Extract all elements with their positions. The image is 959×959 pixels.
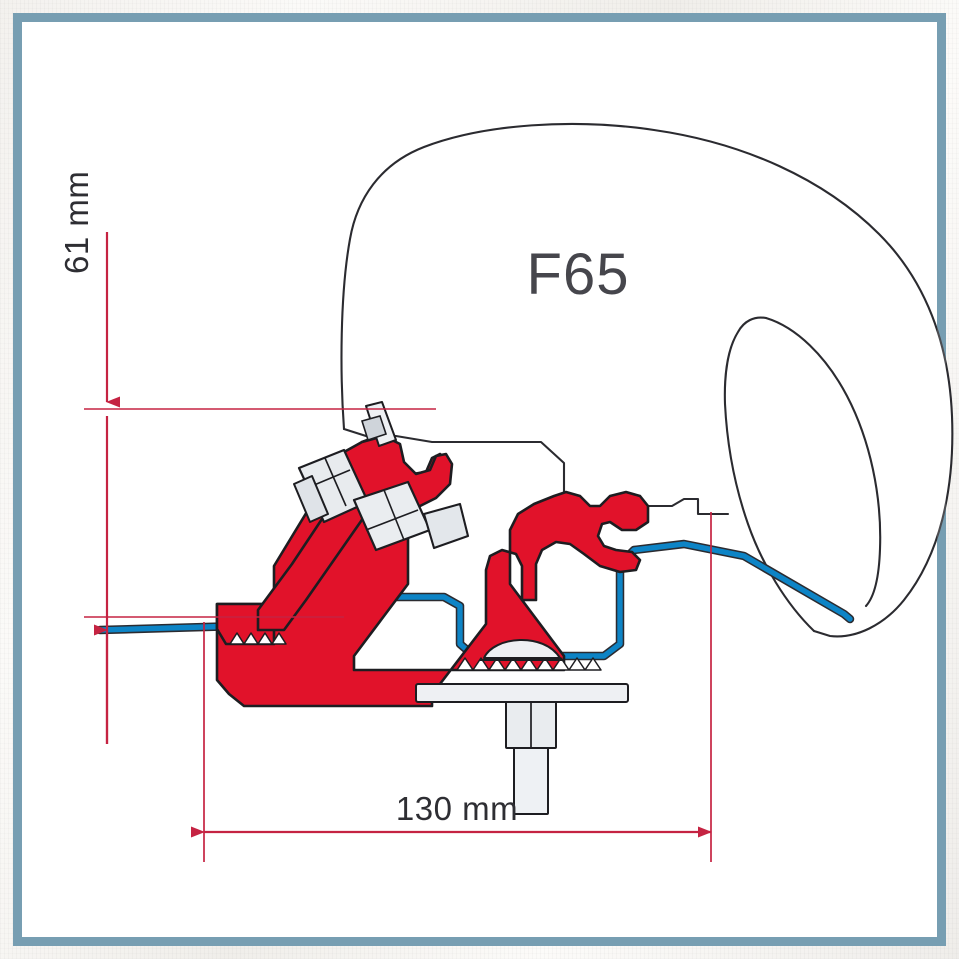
fastener-hardware <box>293 401 629 815</box>
technical-drawing-canvas: 61 mm 130 mm F65 <box>44 44 959 959</box>
image-frame-border: 61 mm 130 mm F65 <box>13 13 954 946</box>
dome-bolt-head <box>483 639 561 659</box>
dimension-label-height: 61 mm <box>58 171 95 274</box>
dimension-height-61mm: 61 mm <box>58 171 436 744</box>
upper-bolt-thread <box>360 415 388 442</box>
awning-case-outline <box>340 122 954 638</box>
dimension-width-130mm: 130 mm <box>191 512 712 862</box>
bottom-bolt-shank <box>513 747 549 815</box>
dimension-label-width: 130 mm <box>396 790 518 827</box>
cross-section-drawing: 61 mm 130 mm F65 <box>58 122 954 862</box>
product-label-f65: F65 <box>527 242 630 307</box>
upper-nut-block <box>293 448 370 524</box>
serration-left <box>229 632 287 645</box>
inner-nut-block <box>352 480 470 552</box>
backing-plate <box>415 683 629 703</box>
